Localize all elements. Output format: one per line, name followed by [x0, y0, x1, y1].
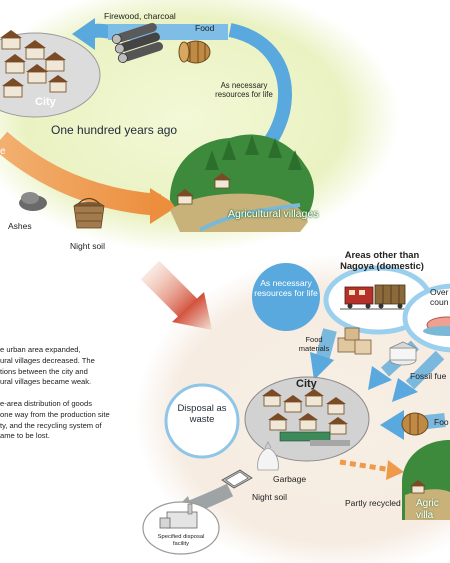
- ashes-label: Ashes: [8, 221, 32, 231]
- overseas-fragment: Over coun: [430, 288, 449, 307]
- present-agricultural-villages-illustration: [402, 440, 450, 520]
- resources-bubble: [252, 263, 320, 331]
- past-night-soil-label: Night soil: [70, 241, 105, 251]
- fossil-fuel-tank-icon: [389, 341, 417, 366]
- past-waste-return-arrow: [0, 131, 178, 224]
- past-city-label: City: [35, 96, 56, 108]
- night-soil-bucket-icon: [73, 197, 105, 229]
- distribution-paragraph: e-area distribution of goods one way fro…: [0, 399, 110, 442]
- past-food-label: Food: [195, 23, 215, 33]
- overseas-bubble: [402, 283, 450, 353]
- past-era-title: One hundred years ago: [51, 123, 178, 137]
- food-materials-boxes-icon: [337, 327, 372, 355]
- past-resources-label: As necessary resources for life: [215, 81, 273, 99]
- past-left-fragment: e: [0, 146, 6, 157]
- present-city-illustration: [244, 376, 370, 462]
- firewood-charcoal-label: Firewood, charcoal: [104, 11, 176, 21]
- paragraph-line: ural villages became weak.: [0, 377, 92, 387]
- paragraph-line: ural villages decreased. The: [0, 355, 95, 365]
- past-agricultural-villages-illustration: [170, 134, 315, 232]
- present-food-fragment: Foo: [434, 417, 449, 427]
- paragraph-line: tions between the city and: [0, 366, 88, 376]
- night-soil-truck-icon: [221, 469, 253, 489]
- food-rice-bale-icon: [178, 40, 211, 64]
- disposal-facility-label: Specified disposal facility: [157, 534, 205, 547]
- ashes-pile-icon: [19, 192, 47, 211]
- present-city-label: City: [296, 378, 317, 390]
- partly-recycled-label: Partly recycled: [345, 498, 401, 508]
- freight-train-icon: [340, 284, 410, 310]
- specified-disposal-facility-illustration: [142, 501, 220, 555]
- past-villages-label: Agricultural villages: [228, 208, 319, 220]
- disposal-bubble: [164, 383, 240, 459]
- paragraph-line: ty, and the recycling system of: [0, 420, 102, 430]
- present-resource-arrows: [310, 328, 446, 440]
- decline-paragraph: e urban area expanded, ural villages dec…: [0, 345, 95, 388]
- paragraph-line: one way from the production site: [0, 409, 110, 419]
- past-city-illustration: [0, 30, 101, 118]
- disposal-label: Disposal as waste: [177, 403, 227, 425]
- paragraph-line: e urban area expanded,: [0, 345, 81, 354]
- garbage-bag-icon: [257, 441, 279, 471]
- present-villages-fragment: Agric villa: [416, 498, 439, 521]
- firewood-logs-icon: [111, 22, 164, 63]
- fossil-fuel-label: Fossil fue: [410, 371, 447, 381]
- partly-recycled-arrow: [339, 459, 404, 480]
- present-night-soil-label: Night soil: [252, 492, 287, 502]
- domestic-areas-title: Areas other than Nagoya (domestic): [340, 249, 424, 271]
- paragraph-line: ame to be lost.: [0, 431, 50, 441]
- present-resources-label: As necessary resources for life: [254, 278, 318, 298]
- food-bale-icon: [401, 412, 429, 436]
- paragraph-line: e-area distribution of goods: [0, 399, 93, 408]
- garbage-label: Garbage: [273, 474, 307, 484]
- food-materials-label: Food materials: [298, 335, 330, 353]
